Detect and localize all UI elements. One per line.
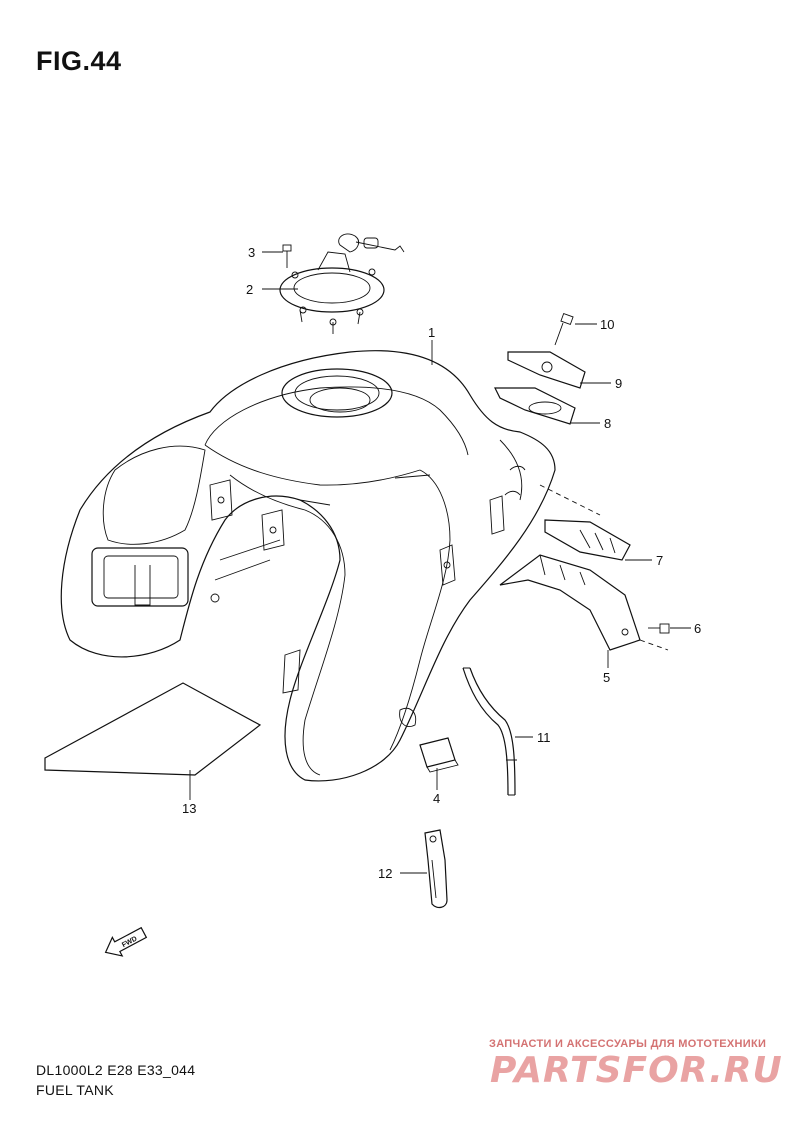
- callout-3: 3: [248, 245, 255, 260]
- callout-1: 1: [428, 325, 435, 340]
- bracket-lower-bolt: [648, 623, 670, 634]
- assembly-guide-lines: [539, 484, 669, 651]
- figure-title: FIG.44: [36, 46, 122, 76]
- leader-lines: [189, 251, 691, 874]
- callout-2: 2: [246, 282, 253, 297]
- fuel-tank: [60, 350, 556, 782]
- callout-12: 12: [378, 866, 392, 881]
- cap-screw: [282, 244, 292, 268]
- callout-7: 7: [656, 553, 663, 568]
- callout-5: 5: [603, 670, 610, 685]
- watermark-logo: PARTSFOR.RU: [490, 1050, 783, 1091]
- small-cushion: [419, 737, 459, 773]
- watermark-tagline: ЗАПЧАСТИ И АКСЕССУАРЫ ДЛЯ МОТОТЕХНИКИ: [489, 1038, 767, 1050]
- bracket-bolt: [554, 312, 574, 346]
- tank-bracket: [499, 554, 641, 651]
- cushion-upper: [494, 387, 576, 425]
- callout-9: 9: [615, 376, 622, 391]
- plate-upper: [507, 351, 586, 389]
- diagram-code: DL1000L2 E28 E33_044: [36, 1062, 196, 1078]
- diagram-name: FUEL TANK: [36, 1082, 114, 1098]
- fuel-cap: [279, 233, 405, 334]
- callout-8: 8: [604, 416, 611, 431]
- hose-strap: [424, 829, 448, 909]
- callout-13: 13: [182, 801, 196, 816]
- callout-10: 10: [600, 317, 614, 332]
- callout-11: 11: [537, 730, 551, 745]
- callout-6: 6: [694, 621, 701, 636]
- callout-numbers: 1 2 3 4 5 6 7 8 9 10 11 12 13: [182, 245, 701, 881]
- callout-4: 4: [433, 791, 440, 806]
- owners-sheet: [44, 682, 262, 776]
- fuel-hose: [462, 667, 517, 796]
- cushion-lower: [544, 519, 631, 561]
- fwd-arrow: FWD: [104, 926, 148, 957]
